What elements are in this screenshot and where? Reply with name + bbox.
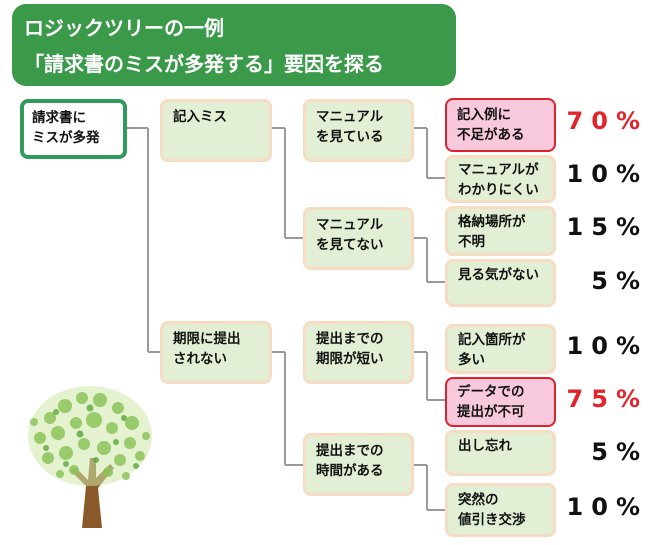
node-line1: 格納場所が <box>458 214 526 230</box>
node-line2: を見てない <box>316 237 384 253</box>
level2-node-manual-read: マニュアル を見ている <box>303 99 414 162</box>
node-line1: マニュアル <box>316 109 384 125</box>
leaf-node-example-lacking: 記入例に 不足がある <box>445 98 556 152</box>
node-line1: マニュアルが <box>458 162 539 178</box>
leaf-node-many-fields: 記入箇所が 多い <box>445 324 556 374</box>
leaf-node-manual-unclear: マニュアルが わかりにくい <box>445 155 556 203</box>
node-line2: されない <box>173 351 227 367</box>
node-line2: 時間がある <box>316 463 384 479</box>
level1-node-input-error: 記入ミス <box>160 99 272 162</box>
leaf-percentage: 10% <box>566 160 648 188</box>
node-line1: マニュアル <box>316 217 384 233</box>
node-line2: 期限が短い <box>316 351 384 367</box>
leaf-percentage: 15% <box>566 213 648 241</box>
level2-node-deadline-short: 提出までの 期限が短い <box>303 321 414 384</box>
node-line2: わかりにくい <box>458 182 539 198</box>
level2-node-manual-unread: マニュアル を見てない <box>303 207 414 270</box>
node-line1: データでの <box>457 384 525 400</box>
node-line1: 提出までの <box>316 331 384 347</box>
node-line2: 多い <box>458 352 485 368</box>
node-line1: 出し忘れ <box>458 438 512 454</box>
title-banner: ロジックツリーの一例 「請求書のミスが多発する」要因を探る <box>12 4 456 86</box>
leaf-percentage: 70% <box>566 107 648 135</box>
node-line2: 提出が不可 <box>457 404 525 420</box>
leaf-node-location-unknown: 格納場所が 不明 <box>445 206 556 256</box>
node-line2: 不明 <box>458 234 485 250</box>
root-line2: ミスが多発 <box>32 130 100 146</box>
node-line1: 突然の <box>458 492 499 508</box>
root-node: 請求書に ミスが多発 <box>20 99 127 159</box>
leaf-percentage: 75% <box>566 385 648 413</box>
level1-node-not-submitted: 期限に提出 されない <box>160 321 272 384</box>
node-line2: 不足がある <box>457 127 525 143</box>
title-line1: ロジックツリーの一例 <box>24 16 224 40</box>
level2-node-time-available: 提出までの 時間がある <box>303 433 414 496</box>
root-line1: 請求書に <box>32 110 86 126</box>
leaf-percentage: 5% <box>591 438 648 466</box>
node-line2: を見ている <box>316 129 384 145</box>
node-line1: 提出までの <box>316 443 384 459</box>
node-line1: 記入ミス <box>173 109 227 125</box>
title-line2: 「請求書のミスが多発する」要因を探る <box>24 52 384 76</box>
tree-icon <box>28 386 152 528</box>
leaf-percentage: 10% <box>566 332 648 360</box>
leaf-node-data-not-allowed: データでの 提出が不可 <box>445 377 556 427</box>
leaf-percentage: 5% <box>591 267 648 295</box>
leaf-node-forgot-submit: 出し忘れ <box>445 430 556 476</box>
leaf-node-no-motivation: 見る気がない <box>445 259 556 307</box>
node-line1: 期限に提出 <box>173 331 241 347</box>
node-line1: 記入例に <box>457 107 511 123</box>
leaf-percentage: 10% <box>566 493 648 521</box>
node-line2: 値引き交渉 <box>458 512 526 528</box>
node-line1: 見る気がない <box>458 267 539 283</box>
node-line1: 記入箇所が <box>458 332 526 348</box>
leaf-node-sudden-discount: 突然の 値引き交渉 <box>445 483 556 537</box>
